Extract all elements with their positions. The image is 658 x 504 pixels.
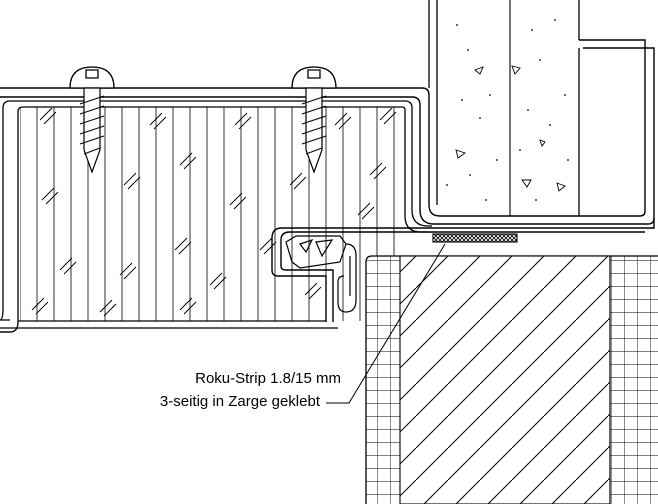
annotation-leader	[326, 243, 446, 404]
concrete-speckle	[455, 65, 566, 192]
annotation-label-line1: Roku-Strip 1.8/15 mm	[195, 370, 341, 387]
wood-frame-block	[365, 255, 658, 504]
gasket-seal-profile	[285, 235, 357, 313]
screw-shafts	[79, 87, 327, 174]
screw-head-icon	[69, 66, 337, 89]
hatch-pattern	[31, 107, 397, 317]
annotation-label-line2: 3-seitig in Zarge geklebt	[159, 393, 320, 410]
roku-strip	[432, 233, 518, 243]
wall-concrete	[428, 0, 580, 216]
